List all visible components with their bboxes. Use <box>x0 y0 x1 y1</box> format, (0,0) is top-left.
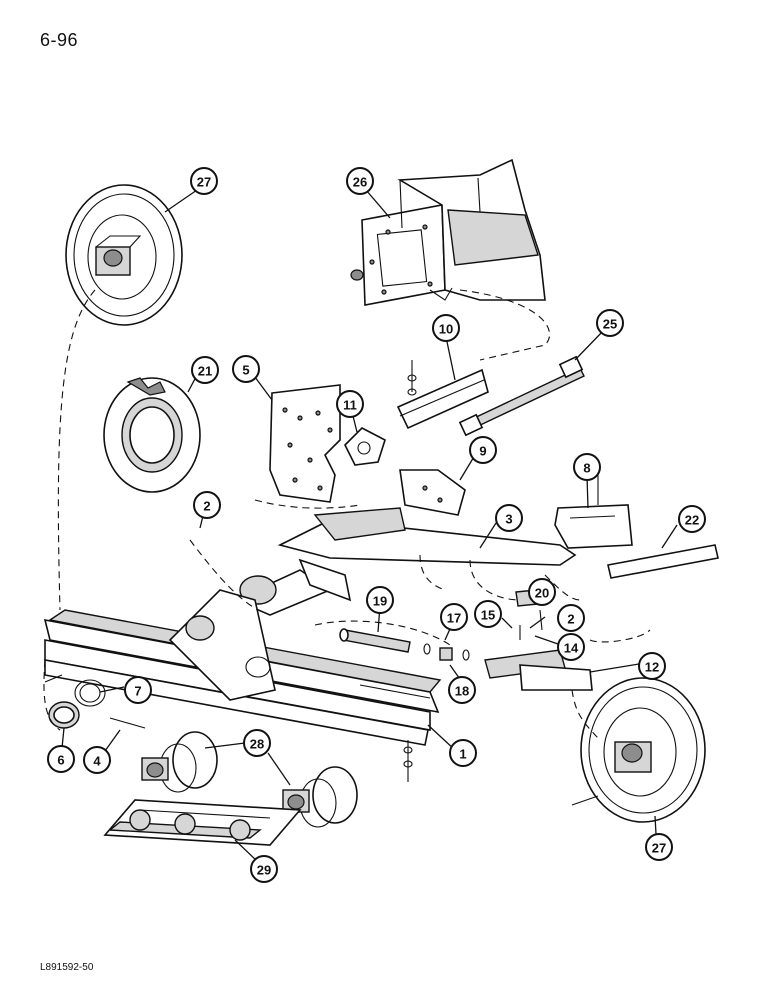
svg-text:7: 7 <box>134 684 141 699</box>
callout-14: 14 <box>557 633 585 661</box>
callout-17: 17 <box>440 603 468 631</box>
idler-wheel-bottom <box>571 677 706 823</box>
svg-text:29: 29 <box>257 863 271 878</box>
callout-27-bottom: 27 <box>645 833 673 861</box>
svg-text:12: 12 <box>645 660 659 675</box>
callout-18: 18 <box>448 676 476 704</box>
callout-7: 7 <box>124 676 152 704</box>
callout-15: 15 <box>474 600 502 628</box>
svg-text:19: 19 <box>373 594 387 609</box>
svg-text:3: 3 <box>505 512 512 527</box>
callout-29: 29 <box>250 855 278 883</box>
svg-text:25: 25 <box>603 317 617 332</box>
callout-27-top: 27 <box>190 167 218 195</box>
svg-text:27: 27 <box>197 175 211 190</box>
cross-tube-frame <box>233 507 577 616</box>
svg-text:8: 8 <box>583 461 590 476</box>
svg-text:5: 5 <box>242 363 249 378</box>
callout-5: 5 <box>232 355 260 383</box>
bearings-6-7 <box>48 679 106 729</box>
svg-text:9: 9 <box>479 444 486 459</box>
callout-4: 4 <box>83 746 111 774</box>
svg-text:4: 4 <box>93 754 101 769</box>
svg-text:2: 2 <box>567 612 574 627</box>
side-plate <box>269 384 341 503</box>
callout-10: 10 <box>432 314 460 342</box>
svg-text:2: 2 <box>203 499 210 514</box>
svg-text:18: 18 <box>455 684 469 699</box>
page-number: 6-96 <box>40 30 79 50</box>
svg-text:26: 26 <box>353 175 367 190</box>
drive-shaft <box>458 355 585 437</box>
track-roller-right <box>282 766 358 828</box>
leader-lines <box>60 189 678 863</box>
svg-text:21: 21 <box>198 364 212 379</box>
svg-text:6: 6 <box>57 753 64 768</box>
bracket-8 <box>554 470 633 549</box>
svg-text:27: 27 <box>652 841 666 856</box>
bracket-9 <box>399 469 466 516</box>
callout-28: 28 <box>243 729 271 757</box>
callout-11: 11 <box>336 390 364 418</box>
bushing-17-18 <box>423 643 470 661</box>
document-code: L891592-50 <box>40 962 94 973</box>
callout-1: 1 <box>449 739 477 767</box>
callout-8: 8 <box>573 453 601 481</box>
assembly-lines <box>43 289 651 741</box>
frame-fasteners <box>44 674 413 782</box>
bar-22 <box>607 544 719 579</box>
bracket-11 <box>344 427 386 466</box>
svg-text:28: 28 <box>250 737 264 752</box>
callout-26: 26 <box>346 167 374 195</box>
axle-housing <box>350 158 546 306</box>
pin-19 <box>339 628 411 653</box>
svg-text:1: 1 <box>459 747 466 762</box>
callout-2-left: 2 <box>193 491 221 519</box>
callout-22: 22 <box>678 505 706 533</box>
svg-text:17: 17 <box>447 611 461 626</box>
pin-4 <box>109 717 146 729</box>
bracket-12 <box>484 649 593 691</box>
callout-3: 3 <box>495 504 523 532</box>
idler-wheel-top <box>65 184 183 326</box>
callout-2-right: 2 <box>557 604 585 632</box>
mounting-ring <box>103 377 201 493</box>
callout-20: 20 <box>528 578 556 606</box>
callout-25: 25 <box>596 309 624 337</box>
callout-19: 19 <box>366 586 394 614</box>
svg-text:22: 22 <box>685 513 699 528</box>
svg-text:15: 15 <box>481 608 495 623</box>
svg-text:20: 20 <box>535 586 549 601</box>
svg-text:11: 11 <box>343 398 357 413</box>
svg-text:14: 14 <box>564 641 579 656</box>
callout-21: 21 <box>191 356 219 384</box>
callout-9: 9 <box>469 436 497 464</box>
channel-bracket-10 <box>396 360 489 430</box>
svg-text:10: 10 <box>439 322 453 337</box>
callout-12: 12 <box>638 652 666 680</box>
track-roller-left <box>141 731 218 793</box>
track-section <box>103 799 302 846</box>
callout-6: 6 <box>47 745 75 773</box>
